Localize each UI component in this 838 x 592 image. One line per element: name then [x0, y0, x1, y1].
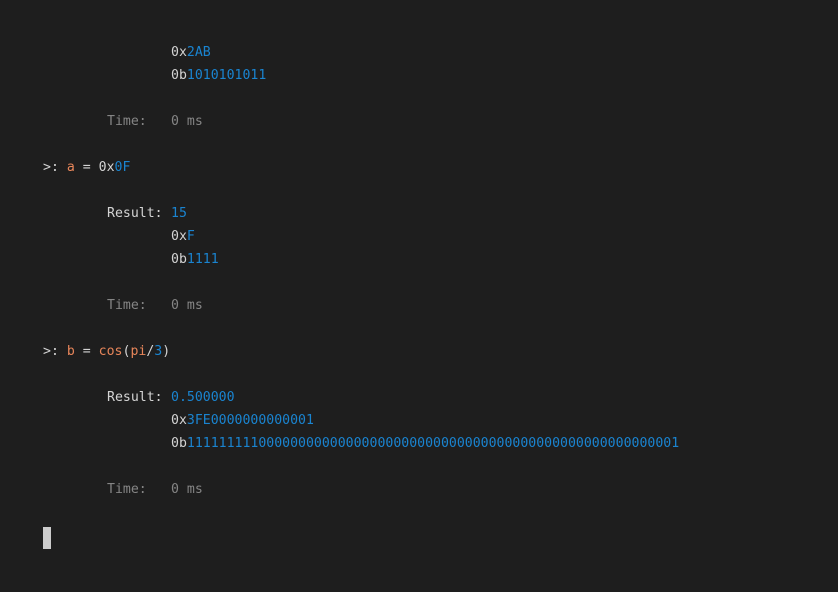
time-label: Time: — [107, 298, 147, 313]
hex-prefix: 0x — [171, 45, 187, 60]
variable-name: a — [66, 160, 75, 175]
input-line-a: >: a = 0x0F — [43, 156, 130, 179]
variable-name: b — [66, 344, 75, 359]
hex-value: F — [186, 229, 195, 244]
bin-prefix: 0b — [171, 436, 187, 451]
time-label: Time: — [107, 482, 147, 497]
number-literal: 3 — [154, 344, 163, 359]
result-bin-line: 0b11111111100000000000000000000000000000… — [171, 432, 679, 455]
bin-prefix: 0b — [171, 68, 187, 83]
prev-hex-line: 0x2AB — [171, 41, 211, 64]
result-hex-line: 0x3FE0000000000001 — [171, 409, 314, 432]
prev-time-value: 0 ms — [171, 114, 203, 129]
hex-prefix: 0x — [171, 229, 187, 244]
hex-value: 2AB — [186, 45, 211, 60]
hex-prefix: 0x — [171, 413, 187, 428]
prev-time-label: Time: — [107, 114, 147, 129]
equals-sign: = — [82, 160, 91, 175]
bin-prefix: 0b — [171, 252, 187, 267]
input-line-b: >: b = cos(pi/3) — [43, 340, 170, 363]
result-label: Result: — [107, 390, 163, 405]
bin-value: 1111 — [186, 252, 219, 267]
operator: / — [146, 344, 155, 359]
open-paren: ( — [122, 344, 131, 359]
bin-value: 1010101011 — [186, 68, 267, 83]
prompt-marker: >: — [43, 160, 59, 175]
result-value: 15 — [171, 206, 187, 221]
result-label: Result: — [107, 206, 163, 221]
result-value: 0.500000 — [171, 390, 235, 405]
hex-prefix: 0x — [98, 160, 115, 175]
block-cursor[interactable] — [43, 527, 51, 549]
hex-value: 3FE0000000000001 — [186, 413, 314, 428]
prompt-marker: >: — [43, 344, 59, 359]
equals-sign: = — [82, 344, 91, 359]
close-paren: ) — [162, 344, 171, 359]
bin-value: 1111111110000000000000000000000000000000… — [186, 436, 680, 451]
function-name: cos — [98, 344, 123, 359]
time-value: 0 ms — [171, 482, 203, 497]
result-bin-line: 0b1111 — [171, 248, 219, 271]
constant-name: pi — [130, 344, 147, 359]
prev-bin-line: 0b1010101011 — [171, 64, 266, 87]
time-value: 0 ms — [171, 298, 203, 313]
result-hex-line: 0xF — [171, 225, 195, 248]
hex-literal: 0F — [114, 160, 131, 175]
